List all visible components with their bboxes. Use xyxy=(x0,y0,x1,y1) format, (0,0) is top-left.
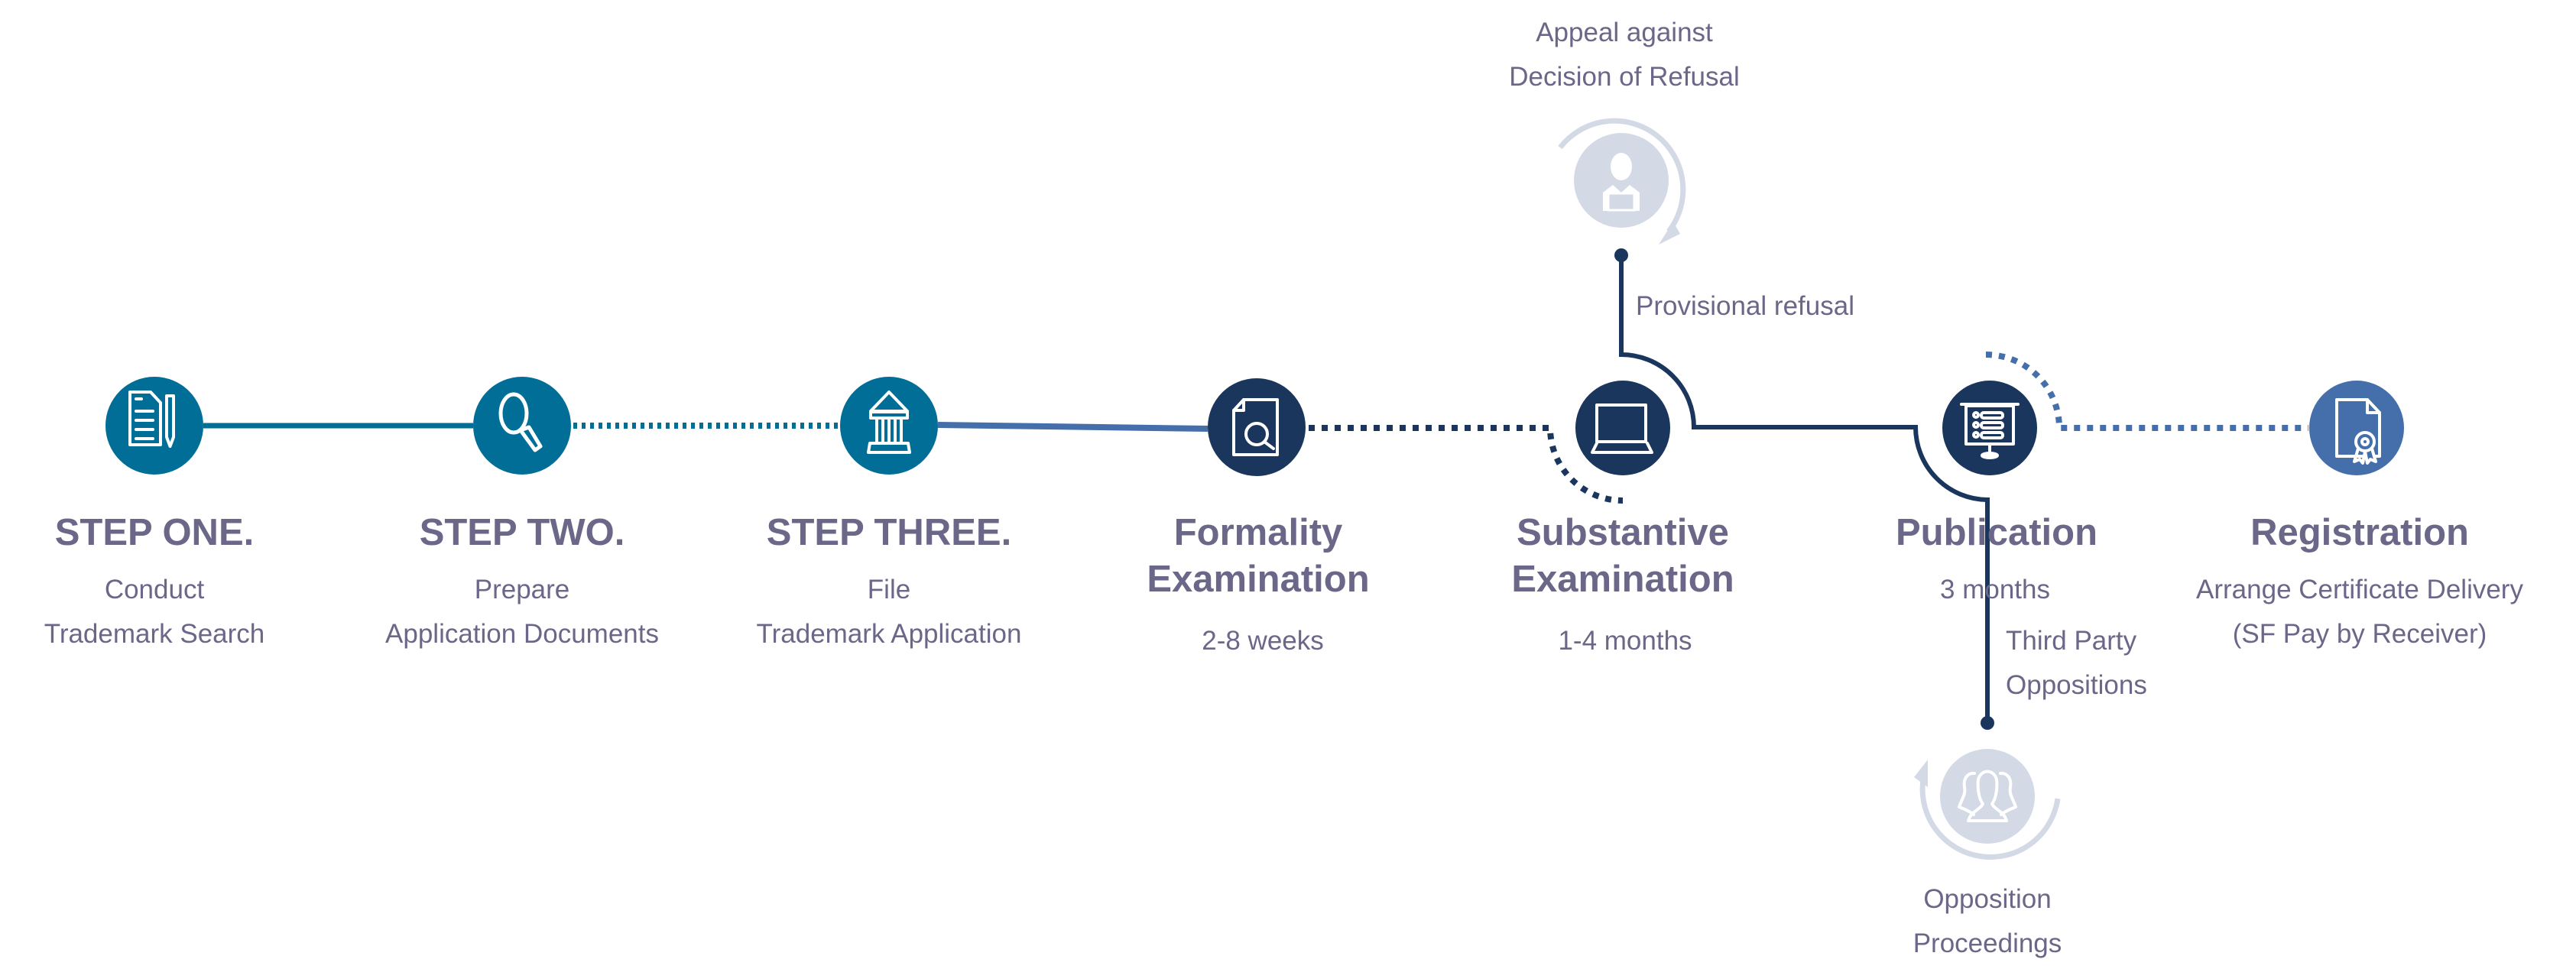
step-three-line-2: Trademark Application xyxy=(757,619,1022,649)
person-icon xyxy=(1603,153,1640,212)
substantive-node xyxy=(1575,381,1670,475)
opposition-cycle-arrow xyxy=(1919,779,2061,860)
opposition-endpoint-dot xyxy=(1981,716,1994,730)
presentation-board-icon xyxy=(1960,403,2020,459)
publication-title: Publication xyxy=(1896,512,2097,553)
group-icon xyxy=(1958,770,2017,822)
registration-line-1: Arrange Certificate Delivery xyxy=(2196,575,2523,604)
connector-publication-registration xyxy=(1985,352,2308,431)
document-search-icon xyxy=(1232,398,1279,456)
step-two-line-1: Prepare xyxy=(475,575,570,604)
formality-title-line-1: Formality xyxy=(1174,512,1343,553)
publication-duration: 3 months xyxy=(1940,575,2050,604)
connector-step3-formality xyxy=(937,422,1209,432)
magnifier-icon xyxy=(498,392,543,452)
publication-node xyxy=(1942,381,2037,475)
opposition-arrowhead xyxy=(1914,760,1928,787)
government-building-icon xyxy=(867,391,911,454)
laptop-icon xyxy=(1591,403,1653,454)
connector-provisional-refusal-path xyxy=(1619,255,1990,723)
appeal-label-line-2: Decision of Refusal xyxy=(1509,62,1740,92)
step-two-node xyxy=(473,377,571,475)
registration-line-2: (SF Pay by Receiver) xyxy=(2233,619,2487,649)
appeal-endpoint-dot xyxy=(1614,248,1628,262)
document-pen-icon xyxy=(128,391,175,448)
step-one-line-2: Trademark Search xyxy=(44,619,265,649)
opposition-label-line-1: Opposition xyxy=(1923,884,2051,914)
provisional-refusal-label: Provisional refusal xyxy=(1636,291,1854,321)
registration-title: Registration xyxy=(2250,512,2469,553)
step-two-title: STEP TWO. xyxy=(420,512,625,553)
step-three-node xyxy=(840,377,938,475)
substantive-duration: 1-4 months xyxy=(1558,626,1692,656)
opposition-circle xyxy=(1940,749,2035,844)
appeal-label-line-1: Appeal against xyxy=(1536,18,1713,47)
formality-title-line-2: Examination xyxy=(1147,559,1369,600)
substantive-title-line-2: Examination xyxy=(1511,559,1734,600)
step-one-line-1: Conduct xyxy=(105,575,205,604)
connector-formality-substantive xyxy=(1309,425,1624,504)
third-party-label-line-2: Oppositions xyxy=(2006,670,2147,700)
third-party-label-line-1: Third Party xyxy=(2006,626,2137,656)
opposition-label-line-2: Proceedings xyxy=(1913,928,2062,958)
step-three-line-1: File xyxy=(868,575,910,604)
registration-node xyxy=(2309,381,2404,475)
appeal-cycle-arrow xyxy=(1558,118,1686,234)
step-two-line-2: Application Documents xyxy=(385,619,659,649)
substantive-title-line-1: Substantive xyxy=(1517,512,1729,553)
step-one-node xyxy=(105,377,203,475)
certificate-icon xyxy=(2335,398,2381,465)
step-three-title: STEP THREE. xyxy=(767,512,1011,553)
formality-node xyxy=(1208,378,1306,476)
step-one-title: STEP ONE. xyxy=(55,512,255,553)
formality-duration: 2-8 weeks xyxy=(1202,626,1324,656)
appeal-arrowhead xyxy=(1659,222,1680,245)
